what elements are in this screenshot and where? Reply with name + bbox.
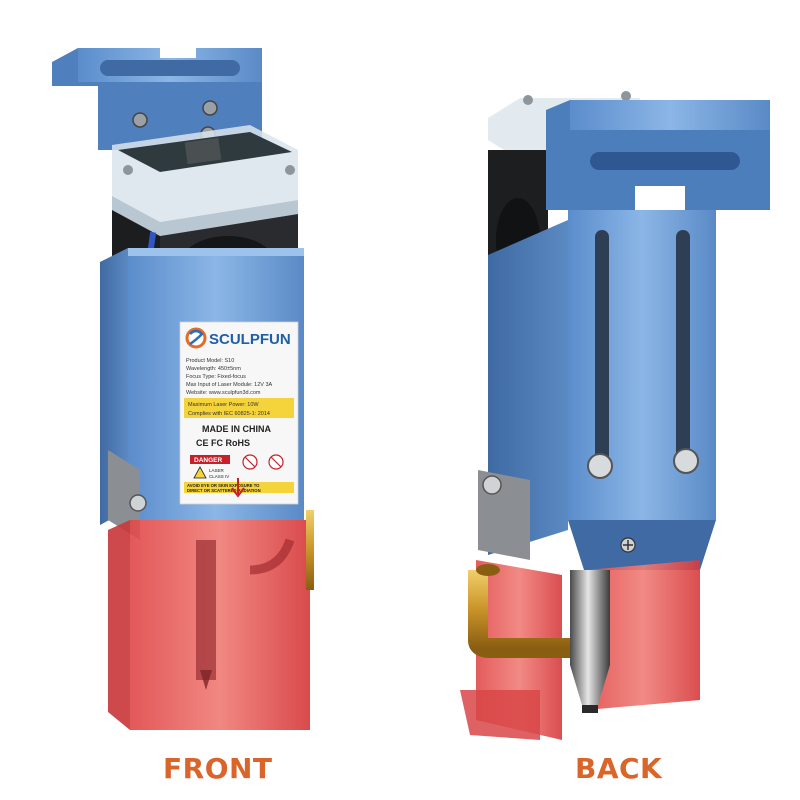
- front-circuit-board: [112, 125, 298, 236]
- front-caption: FRONT: [163, 752, 273, 785]
- no-eye-icon: [242, 454, 284, 470]
- made-in-label: MADE IN CHINA: [202, 424, 271, 434]
- label-line: Wavelength: 450±5nm: [186, 366, 241, 372]
- label-line: Max Input of Laser Module: 12V 3A: [186, 382, 273, 388]
- front-red-shroud: [108, 510, 314, 730]
- danger-box: [190, 455, 230, 464]
- warning-line: AVOID EYE OR SKIN EXPOSURE TO: [187, 483, 260, 488]
- screw-icon: [620, 537, 636, 553]
- front-side-bracket: [108, 450, 147, 540]
- label-highlight: Complies with IEC 60825-1: 2014: [188, 411, 270, 417]
- laser-warning-icon: [193, 466, 207, 479]
- front-top-bracket: [52, 40, 262, 150]
- knurled-knob-icon: [587, 453, 613, 479]
- product-label: SCULPFUN Product Model: S10 Wavelength: …: [179, 321, 299, 505]
- warning-line: DIRECT OR SCATTERED RADIATION: [187, 488, 261, 493]
- sculpfun-logo-icon: [185, 327, 207, 349]
- back-slot: [595, 230, 609, 470]
- label-highlight: Maximum Laser Power: 10W: [188, 402, 259, 408]
- power-highlight-box: [184, 398, 294, 418]
- front-laser-module: SCULPFUN Product Model: S10 Wavelength: …: [52, 40, 314, 730]
- danger-title: DANGER: [194, 457, 222, 464]
- nozzle-shadow: [196, 540, 216, 680]
- brand-name: SCULPFUN: [209, 331, 291, 348]
- back-slot: [676, 230, 690, 470]
- thumb-screw-icon: [482, 475, 502, 495]
- label-line: Focus Type: Fixed-focus: [186, 374, 246, 380]
- back-main-plate: [488, 210, 716, 570]
- brass-air-tube: [468, 564, 582, 658]
- back-top-bracket: [546, 100, 770, 214]
- air-tube-icon: [306, 510, 314, 590]
- danger-line: LASER: [209, 468, 225, 473]
- label-line: Website: www.sculpfun3d.com: [186, 390, 261, 396]
- back-laser-module: [460, 91, 770, 740]
- arrow-down-icon: [231, 478, 245, 498]
- cert-marks: CE FC RoHS: [196, 438, 250, 448]
- laser-nozzle: [570, 570, 610, 713]
- label-line: Product Model: S10: [186, 358, 234, 364]
- back-side-bracket: [478, 470, 530, 560]
- thumb-screw-icon: [129, 494, 147, 512]
- back-caption: BACK: [575, 752, 663, 785]
- knurled-knob-icon: [673, 448, 699, 474]
- danger-line: CLASS IV: [209, 474, 229, 479]
